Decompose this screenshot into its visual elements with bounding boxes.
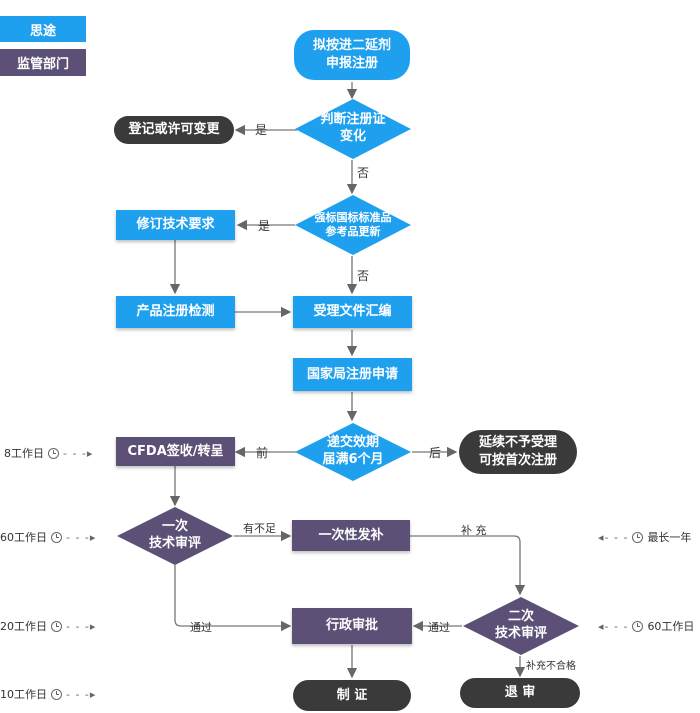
edge-label-no-1: 否 <box>357 166 370 180</box>
submit-period-line-2: 届满6个月 <box>322 452 384 467</box>
admin-approval-node: 行政审批 <box>292 608 412 644</box>
first-review-decision: 一次 技术审评 <box>116 506 234 566</box>
legend-regulator: 监管部门 <box>0 49 86 76</box>
judge-change-line-2: 变化 <box>339 129 366 144</box>
time-note-60b-label: 60工作日 <box>647 620 695 633</box>
time-note-8-label: 8工作日 <box>4 447 44 460</box>
edge-label-supp-fail: 补充不合格 <box>526 661 576 672</box>
time-note-60-days-b: ◂- - - 60工作日 <box>598 618 694 634</box>
edge-label-yes-2: 是 <box>258 219 271 233</box>
cfda-sign-node: CFDA签收/转呈 <box>116 437 235 466</box>
time-note-10-label: 10工作日 <box>0 688 47 701</box>
start-node: 拟按进二延剂 申报注册 <box>294 30 410 80</box>
dashed-arrow-icon: - - -▸ <box>66 687 97 701</box>
first-review-line-2: 技术审评 <box>148 536 201 551</box>
start-line-2: 申报注册 <box>325 56 378 71</box>
state-apply-node: 国家局注册申请 <box>293 358 412 391</box>
dashed-arrow-icon: ◂- - - <box>598 619 629 633</box>
time-note-20-label: 20工作日 <box>0 620 47 633</box>
submit-period-decision: 递交效期 届满6个月 <box>294 422 412 482</box>
legend-situ: 思途 <box>0 16 86 42</box>
register-change-node: 登记或许可变更 <box>114 116 234 144</box>
second-review-line-1: 二次 <box>507 609 534 625</box>
dashed-arrow-icon: ◂- - - <box>598 530 629 544</box>
dashed-arrow-icon: - - -▸ <box>66 619 97 633</box>
standard-update-line-2: 参考品更新 <box>325 225 381 238</box>
start-line-1: 拟按进二延剂 <box>312 38 391 54</box>
compile-docs-node: 受理文件汇编 <box>293 296 412 328</box>
edge-label-insufficient: 有不足 <box>243 522 276 535</box>
first-review-line-1: 一次 <box>161 519 188 535</box>
dashed-arrow-icon: - - -▸ <box>66 530 97 544</box>
edge-label-after: 后 <box>429 446 442 460</box>
issue-cert-node: 制 证 <box>293 680 411 711</box>
time-note-20-days: 20工作日 - - -▸ <box>0 618 96 634</box>
edge-label-no-2: 否 <box>357 269 370 283</box>
second-review-line-2: 技术审评 <box>494 626 547 641</box>
dashed-arrow-icon: - - -▸ <box>63 446 94 460</box>
edge-label-pass-2: 通过 <box>428 621 450 634</box>
renew-reject-line-2: 可按首次注册 <box>478 453 557 468</box>
revise-tech-node: 修订技术要求 <box>116 210 235 240</box>
second-review-decision: 二次 技术审评 <box>462 596 580 656</box>
clock-icon <box>51 620 62 632</box>
time-note-60a-label: 60工作日 <box>0 531 47 544</box>
return-review-node: 退 审 <box>460 678 580 708</box>
judge-change-line-1: 判断注册证 <box>320 112 386 128</box>
judge-change-decision: 判断注册证 变化 <box>294 98 412 160</box>
edge-label-yes-1: 是 <box>255 123 268 137</box>
renew-reject-line-1: 延续不予受理 <box>478 435 557 451</box>
edge-label-before: 前 <box>256 446 269 460</box>
clock-icon <box>51 688 62 700</box>
time-note-8-days: 8工作日 - - -▸ <box>4 445 93 461</box>
clock-icon <box>632 620 644 632</box>
clock-icon <box>48 447 59 459</box>
clock-icon <box>632 531 644 543</box>
time-note-max-year-label: 最长一年 <box>647 531 692 544</box>
submit-period-line-1: 递交效期 <box>326 435 379 451</box>
time-note-max-year: ◂- - - 最长一年 <box>598 529 691 545</box>
product-test-node: 产品注册检测 <box>116 296 235 328</box>
edge-label-supplement: 补 充 <box>461 524 487 537</box>
renew-reject-node: 延续不予受理 可按首次注册 <box>459 430 577 474</box>
standard-update-line-1: 强标国标标准品 <box>314 210 392 224</box>
time-note-10-days: 10工作日 - - -▸ <box>0 686 96 702</box>
standard-update-decision: 强标国标标准品 参考品更新 <box>294 194 412 256</box>
clock-icon <box>51 531 62 543</box>
edge-label-pass-1: 通过 <box>190 621 212 634</box>
time-note-60-days-a: 60工作日 - - -▸ <box>0 529 96 545</box>
one-supplement-node: 一次性发补 <box>292 520 410 551</box>
